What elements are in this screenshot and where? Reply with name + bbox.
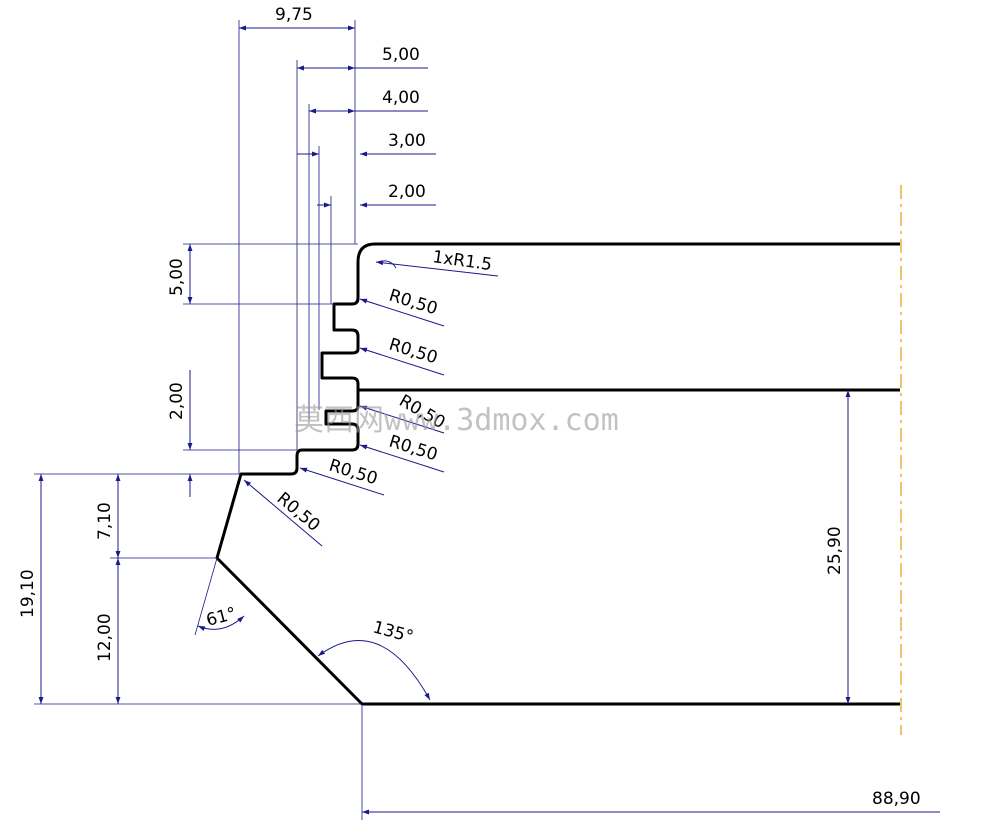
dim-label-9-75: 9,75 [275,5,313,25]
dim-label-2-00-top: 2,00 [388,182,426,202]
dim-label-25-90: 25,90 [825,526,845,575]
angle-arc-61 [197,615,245,631]
dim-label-88-90: 88,90 [872,789,921,809]
leader-r050 [299,467,385,496]
watermark: 莫西网www.3dmox.com [294,403,619,438]
leader-r050 [359,298,445,327]
dim-label-2-00-left: 2,00 [167,382,187,420]
dim-label-r050: R0,50 [387,335,440,369]
leader-r050 [359,405,445,434]
angle-arc-135 [317,640,431,701]
leader-r050 [359,444,445,473]
leader-r050 [243,479,323,547]
dim-label-1xR1-5: 1xR1.5 [431,247,493,275]
dim-label-5-00-left: 5,00 [167,258,187,296]
dim-label-r050: R0,50 [273,489,324,536]
dim-label-19-10: 19,10 [18,569,38,618]
dim-label-r050: R0,50 [387,286,440,320]
leader [375,260,499,277]
dim-label-135: 135° [371,618,416,648]
dim-label-5-00-top: 5,00 [382,45,420,65]
leader-r050 [359,347,445,376]
dim-label-r050: R0,50 [327,456,380,490]
dim-label-3-00: 3,00 [388,131,426,151]
profile-outline [215,242,900,706]
dim-label-12-00: 12,00 [95,613,115,662]
dim-label-61: 61° [204,604,238,631]
dim-label-7-10: 7,10 [95,502,115,540]
dim-label-4-00: 4,00 [382,88,420,108]
